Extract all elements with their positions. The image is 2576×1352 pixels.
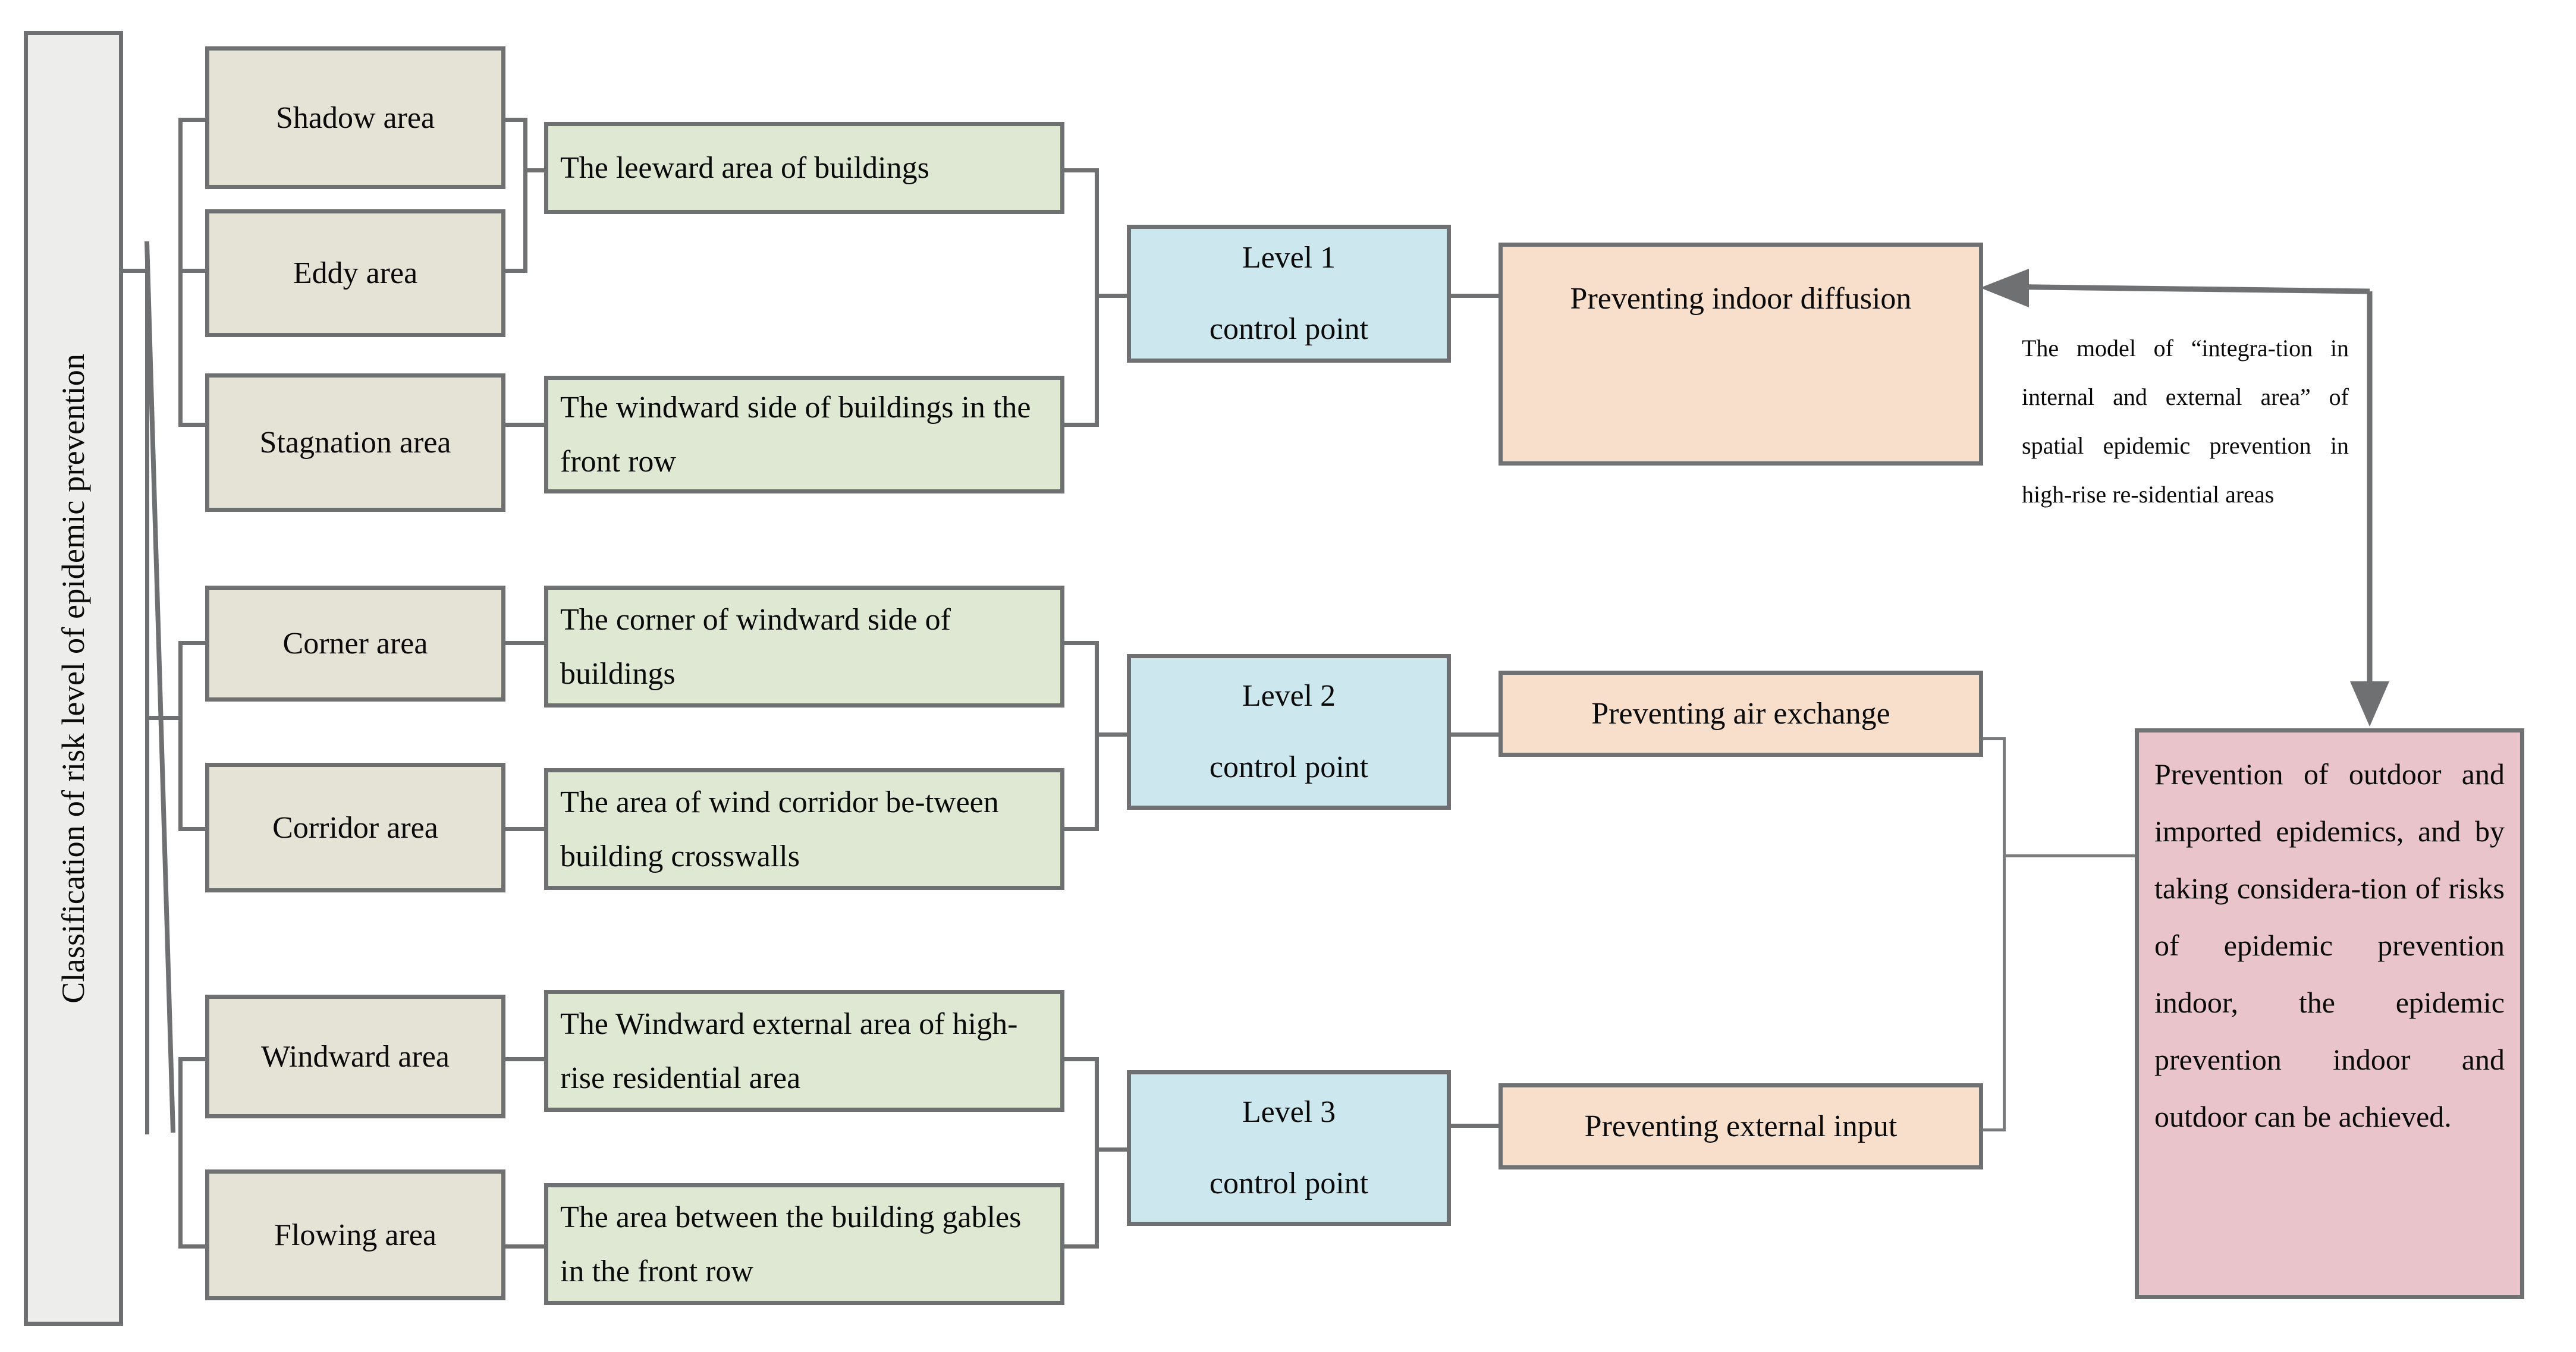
area-node-eddy[interactable]: Eddy area	[205, 209, 505, 337]
description-node-label: The windward side of buildings in the fr…	[560, 391, 1031, 479]
control-point-line-1: Level 2	[1242, 679, 1336, 713]
description-node-label: The area of wind corridor be-tween build…	[560, 785, 999, 873]
control-point-node-label: Level 1 control point	[1131, 222, 1447, 364]
description-node-building-gables[interactable]: The area between the building gables in …	[544, 1183, 1064, 1305]
area-node-label: Shadow area	[275, 100, 435, 135]
connector-g1-top	[178, 118, 209, 122]
area-node-corner[interactable]: Corner area	[205, 586, 505, 702]
area-node-label: Windward area	[261, 1039, 450, 1074]
connector-corridor-out	[502, 827, 548, 831]
connector-g2-spine-in	[145, 716, 180, 720]
connector-windward-out	[502, 1057, 548, 1061]
description-node-label: The corner of windward side of buildings	[560, 602, 951, 691]
connector-level2-out	[1447, 732, 1502, 737]
strategy-node-label: Preventing external input	[1584, 1109, 1898, 1143]
strategy-node-label: Preventing air exchange	[1591, 697, 1890, 731]
connector-level3-in	[1095, 1147, 1130, 1152]
control-point-node-label: Level 2 control point	[1131, 661, 1447, 803]
connector-leeward-in	[523, 168, 548, 172]
connector-root-stub	[114, 269, 149, 273]
description-node-label: The leeward area of buildings	[560, 151, 929, 185]
strategy-node-preventing-indoor-diffusion[interactable]: Preventing indoor diffusion	[1499, 243, 1983, 466]
connector-strategy3-out	[1980, 1128, 2005, 1131]
description-node-windward-external[interactable]: The Windward external area of high-rise …	[544, 990, 1064, 1112]
area-node-label: Corner area	[282, 627, 428, 661]
control-point-node-level-3[interactable]: Level 3 control point	[1127, 1070, 1451, 1226]
control-point-line-1: Level 1	[1242, 241, 1336, 275]
connector-g3-top	[178, 1057, 209, 1061]
connector-g3-bracket	[178, 1057, 183, 1249]
control-point-node-level-1[interactable]: Level 1 control point	[1127, 225, 1451, 363]
root-node-label: Classification of risk level of epidemic…	[55, 353, 92, 1004]
connector-strategy-merge	[2003, 737, 2006, 1131]
connector-g2-bot	[178, 827, 209, 831]
connector-level3-bracket	[1095, 1057, 1099, 1249]
connector-spine	[145, 241, 149, 1134]
area-node-shadow[interactable]: Shadow area	[205, 46, 505, 189]
strategy-node-label: Preventing indoor diffusion	[1570, 282, 1912, 316]
connector-g1-bot	[178, 423, 209, 427]
connector-level3-out	[1447, 1124, 1502, 1128]
control-point-node-label: Level 3 control point	[1131, 1077, 1447, 1219]
connector-g3desc-bot-out	[1061, 1244, 1098, 1249]
connector-leeward-out	[1061, 168, 1098, 172]
connector-g2desc-top-out	[1061, 641, 1098, 645]
summary-node-prevention-outcome[interactable]: Prevention of outdoor and imported epide…	[2135, 728, 2524, 1299]
area-node-flowing[interactable]: Flowing area	[205, 1169, 505, 1300]
connector-level1-in	[1095, 294, 1130, 298]
connector-g1-mid	[178, 269, 209, 273]
connector-eddy-out	[502, 269, 527, 273]
area-node-label: Corridor area	[272, 810, 438, 845]
connector-g3-bot	[178, 1244, 209, 1249]
area-node-label: Flowing area	[274, 1218, 436, 1252]
connector-summary-in	[2003, 854, 2138, 857]
description-node-label: The Windward external area of high-rise …	[560, 1007, 1018, 1095]
description-node-leeward[interactable]: The leeward area of buildings	[544, 122, 1064, 214]
description-node-windward-front-row[interactable]: The windward side of buildings in the fr…	[544, 376, 1064, 493]
model-caption-text: The model of “integra-tion in internal a…	[2022, 335, 2349, 508]
description-node-wind-corridor[interactable]: The area of wind corridor be-tween build…	[544, 768, 1064, 890]
control-point-line-1: Level 3	[1242, 1095, 1336, 1130]
connector-g2-top	[178, 641, 209, 645]
description-node-corner-windward[interactable]: The corner of windward side of buildings	[544, 586, 1064, 708]
connector-g3desc-top-out	[1061, 1057, 1098, 1061]
connector-stagnation-out	[502, 423, 548, 427]
connector-shadow-out	[502, 118, 527, 122]
strategy-node-preventing-external-input[interactable]: Preventing external input	[1499, 1083, 1983, 1169]
root-node-risk-classification[interactable]: Classification of risk level of epidemic…	[24, 31, 123, 1326]
control-point-node-level-2[interactable]: Level 2 control point	[1127, 654, 1451, 810]
connector-flowing-out	[502, 1244, 548, 1249]
control-point-line-2: control point	[1209, 750, 1369, 784]
connector-level1-out	[1447, 294, 1502, 298]
strategy-node-preventing-air-exchange[interactable]: Preventing air exchange	[1499, 671, 1983, 757]
connector-windwardfront-out	[1061, 423, 1098, 427]
area-node-stagnation[interactable]: Stagnation area	[205, 373, 505, 512]
area-node-windward[interactable]: Windward area	[205, 995, 505, 1118]
connector-shadow-eddy-join	[523, 118, 527, 273]
control-point-line-2: control point	[1209, 312, 1369, 346]
summary-node-label: Prevention of outdoor and imported epide…	[2154, 757, 2505, 1133]
connector-g2-bracket	[178, 641, 183, 831]
connector-g2desc-bot-out	[1061, 827, 1098, 831]
area-node-label: Stagnation area	[259, 426, 451, 460]
area-node-corridor[interactable]: Corridor area	[205, 763, 505, 892]
area-node-label: Eddy area	[293, 256, 418, 290]
description-node-label: The area between the building gables in …	[560, 1200, 1022, 1288]
connector-corner-out	[502, 641, 548, 645]
control-point-line-2: control point	[1209, 1167, 1369, 1200]
connector-strategy2-out	[1980, 737, 2005, 740]
connector-level2-in	[1095, 732, 1130, 737]
